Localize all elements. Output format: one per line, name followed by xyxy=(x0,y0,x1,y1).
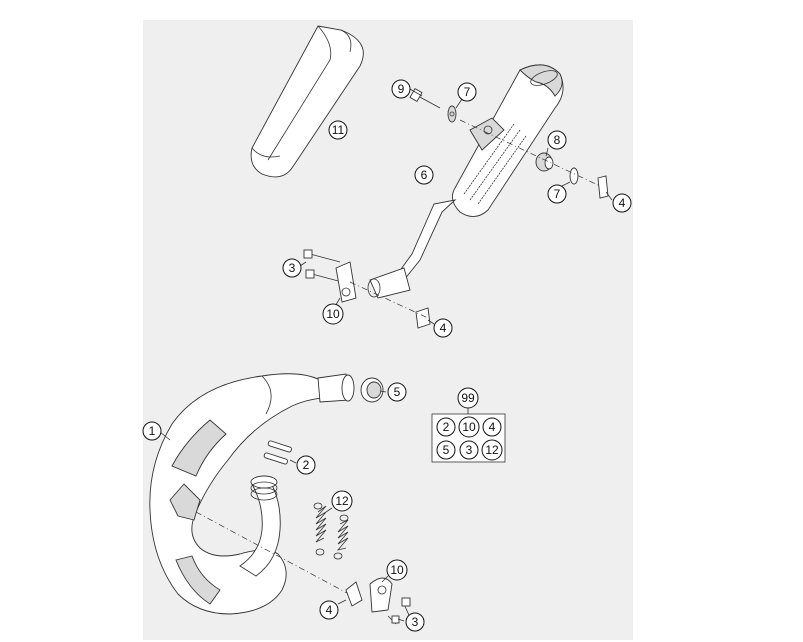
upper-fasteners xyxy=(303,88,609,329)
callout-label: 4 xyxy=(326,603,333,617)
callout-label: 3 xyxy=(412,615,419,629)
kit-box: 2 10 4 5 3 12 xyxy=(431,408,506,463)
callout-label: 10 xyxy=(390,563,404,577)
callout-10-top: 10 xyxy=(322,303,344,325)
callout-8: 8 xyxy=(547,130,567,150)
seal-ring xyxy=(360,377,384,403)
callout-12: 12 xyxy=(331,490,353,512)
kit-label: 5 xyxy=(443,443,450,457)
callout-7-top: 7 xyxy=(457,82,477,102)
callout-label: 5 xyxy=(394,385,401,399)
silencer xyxy=(367,64,564,299)
callout-label: 99 xyxy=(461,391,475,405)
kit-cell: 12 xyxy=(481,439,503,461)
kit-label: 10 xyxy=(462,420,476,434)
callout-label: 7 xyxy=(464,85,471,99)
kit-label: 3 xyxy=(466,443,473,457)
callout-label: 10 xyxy=(326,307,340,321)
kit-cell: 4 xyxy=(482,417,502,437)
callout-9: 9 xyxy=(391,79,411,99)
callout-6: 6 xyxy=(414,165,434,185)
callout-label: 4 xyxy=(619,196,626,210)
callout-7-right: 7 xyxy=(547,184,567,204)
lower-fasteners xyxy=(345,577,413,625)
callout-11: 11 xyxy=(328,120,348,140)
kit-label: 12 xyxy=(485,443,499,457)
kit-cell: 2 xyxy=(436,417,456,437)
callout-5: 5 xyxy=(387,382,407,402)
callout-label: 1 xyxy=(149,424,156,438)
callout-2: 2 xyxy=(296,455,316,475)
kit-cell: 5 xyxy=(436,440,456,460)
callout-4-mid: 4 xyxy=(433,318,453,338)
callout-4-bottom: 4 xyxy=(319,600,339,620)
callout-10-bottom: 10 xyxy=(386,559,408,581)
kit-cell: 10 xyxy=(458,416,480,438)
callout-4-top: 4 xyxy=(612,193,632,213)
callout-label: 7 xyxy=(554,187,561,201)
diagram-panel xyxy=(143,20,633,640)
callout-99: 99 xyxy=(457,387,479,409)
o-rings xyxy=(263,440,292,465)
kit-label: 2 xyxy=(443,420,450,434)
callout-label: 2 xyxy=(303,458,310,472)
callout-label: 8 xyxy=(554,133,561,147)
heat-sleeve xyxy=(250,25,364,178)
callout-label: 6 xyxy=(421,168,428,182)
header-pipe xyxy=(149,373,361,615)
callout-label: 4 xyxy=(440,321,447,335)
kit-cell: 3 xyxy=(459,440,479,460)
callout-1: 1 xyxy=(142,421,162,441)
callout-3-top: 3 xyxy=(282,258,302,278)
callout-label: 3 xyxy=(289,261,296,275)
callout-3-bottom: 3 xyxy=(405,612,425,632)
callout-label: 12 xyxy=(335,494,349,508)
callout-label: 9 xyxy=(398,82,405,96)
springs xyxy=(313,502,349,560)
kit-label: 4 xyxy=(489,420,496,434)
leader-lines xyxy=(159,88,613,622)
callout-label: 11 xyxy=(332,123,345,137)
